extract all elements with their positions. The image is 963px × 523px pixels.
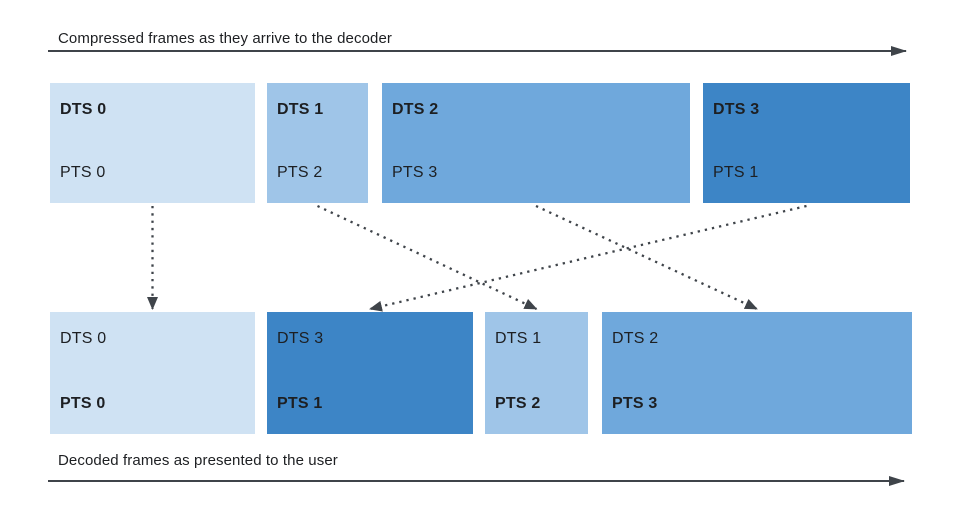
pts-label: PTS 3 [392,164,438,181]
pts-label: PTS 2 [495,395,541,412]
dts-label: DTS 0 [60,101,107,118]
dts-label: DTS 1 [277,101,324,118]
decoded-frame-3: DTS 2 PTS 3 [602,312,912,434]
pts-mapping-arrow-2 [535,204,758,311]
bottom-timeline-label: Decoded frames as presented to the user [58,452,338,469]
dts-label: DTS 3 [277,330,324,347]
compressed-frame-0: DTS 0 PTS 0 [50,83,255,203]
pts-label: PTS 1 [713,164,759,181]
compressed-frame-1: DTS 1 PTS 2 [267,83,368,203]
pts-mapping-arrow-1 [317,204,538,311]
compressed-frame-3: DTS 3 PTS 1 [703,83,910,203]
pts-label: PTS 3 [612,395,658,412]
dts-label: DTS 3 [713,101,760,118]
pts-label: PTS 2 [277,164,323,181]
decoded-frame-0: DTS 0 PTS 0 [50,312,255,434]
pts-label: PTS 0 [60,164,106,181]
compressed-frame-2: DTS 2 PTS 3 [382,83,690,203]
top-timeline-label: Compressed frames as they arrive to the … [58,30,393,47]
dts-label: DTS 2 [392,101,439,118]
pts-label: PTS 1 [277,395,323,412]
dts-label: DTS 2 [612,330,659,347]
pts-mapping-arrow-3 [369,204,807,312]
dts-label: DTS 1 [495,330,542,347]
decoded-frame-1: DTS 3 PTS 1 [267,312,473,434]
dts-label: DTS 0 [60,330,107,347]
pts-label: PTS 0 [60,395,106,412]
decoded-frame-2: DTS 1 PTS 2 [485,312,588,434]
